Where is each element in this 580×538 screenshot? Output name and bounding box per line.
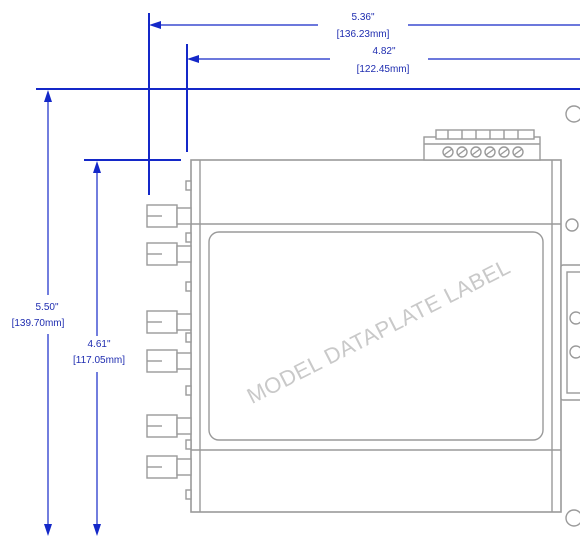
terminal-block <box>423 129 541 161</box>
terminal-block-top <box>435 129 535 140</box>
overall-width-mm: [136.23mm] <box>337 29 390 40</box>
connector-5 <box>146 414 192 438</box>
clip-screw-upper <box>569 311 580 325</box>
connector-6 <box>146 455 192 479</box>
dimension-body-width: 4.82" [122.45mm] <box>186 44 580 152</box>
clip-screw-lower <box>569 345 580 359</box>
mounting-screw-mid <box>565 218 579 232</box>
overall-height-mm: [139.70mm] <box>12 318 65 329</box>
body-height-mm: [117.05mm] <box>73 355 125 366</box>
dimension-overall-height: 5.50" [139.70mm] <box>12 88 580 536</box>
enclosure-left-bumps <box>185 180 192 500</box>
terminal-block-body <box>423 136 541 161</box>
dimension-overall-width: 5.36" [136.23mm] <box>148 12 580 195</box>
din-clip-inner <box>566 271 580 394</box>
arrowhead-bottom <box>93 524 101 536</box>
arrowhead-bottom <box>44 524 52 536</box>
mounting-screw-bottom <box>565 509 580 527</box>
overall-width-inch: 5.36" <box>351 12 374 23</box>
body-width-mm: [122.45mm] <box>357 64 410 75</box>
arrowhead-left <box>149 21 161 29</box>
connector-1 <box>146 204 192 228</box>
arrowhead-left <box>187 55 199 63</box>
arrowhead-top <box>44 90 52 102</box>
arrowhead-top <box>93 161 101 173</box>
dimension-body-height: 4.61" [117.05mm] <box>73 159 181 536</box>
din-rail-clip <box>560 105 580 527</box>
dataplate-label-area <box>208 231 544 441</box>
mounting-screw-top <box>565 105 580 123</box>
terminal-screws <box>442 146 524 158</box>
connector-4 <box>146 349 192 373</box>
overall-height-inch: 5.50" <box>35 302 58 313</box>
connector-2 <box>146 242 192 266</box>
connector-3 <box>146 310 192 334</box>
st-connectors <box>146 204 192 479</box>
body-height-inch: 4.61" <box>87 339 110 350</box>
body-width-inch: 4.82" <box>372 46 395 57</box>
